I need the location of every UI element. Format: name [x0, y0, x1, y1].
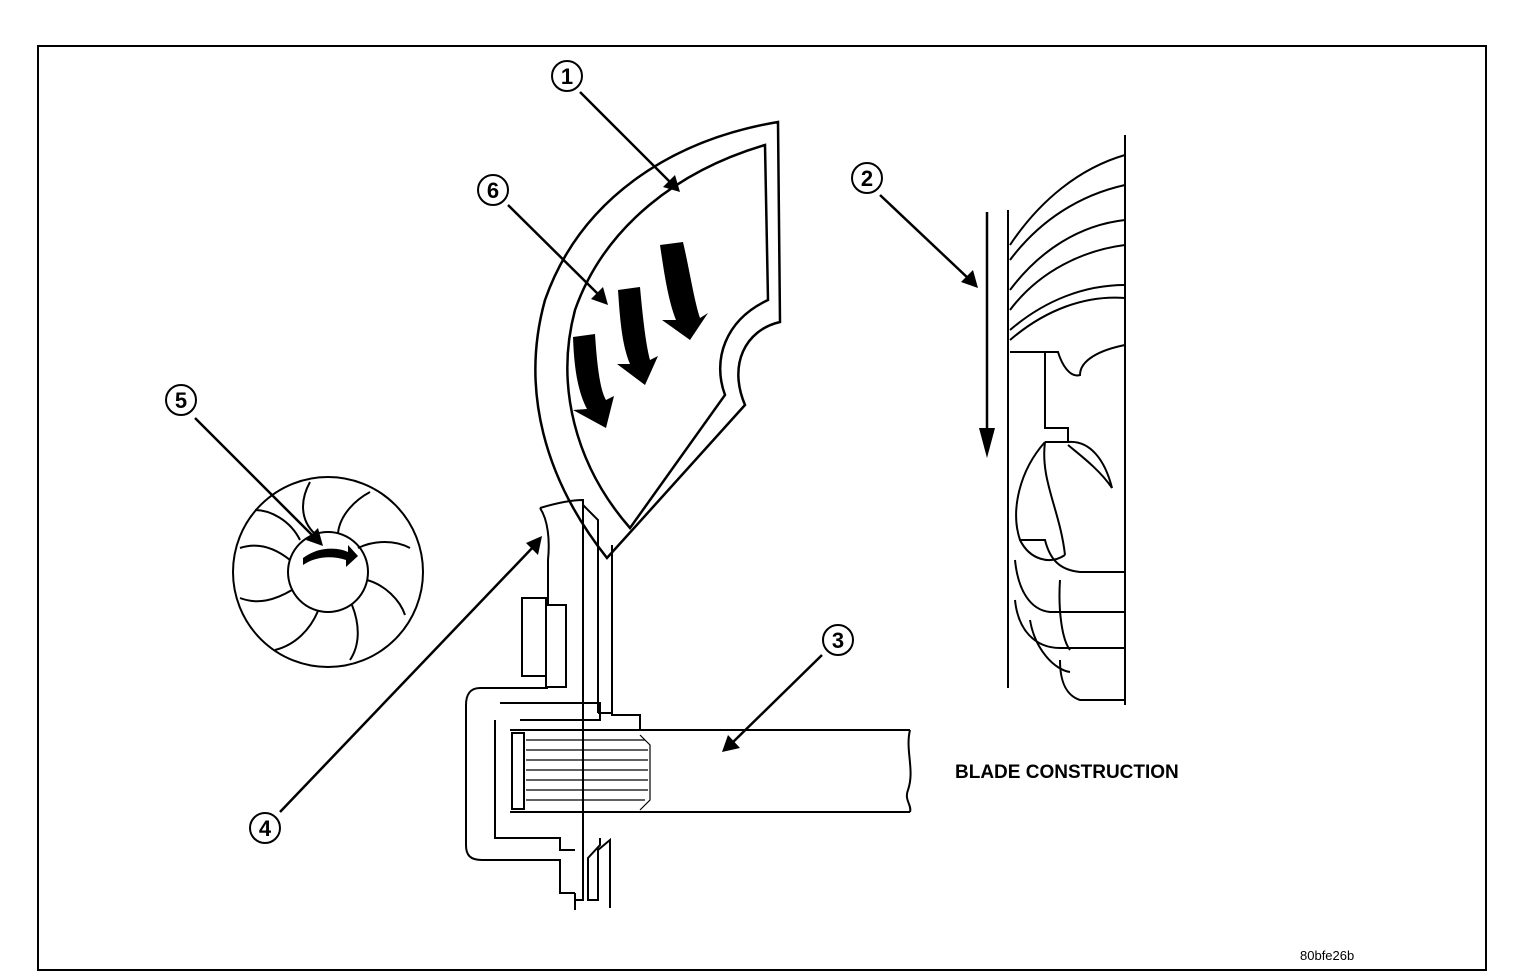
flow-direction-arrow [979, 212, 995, 458]
callout-4: 4 [249, 812, 281, 844]
small-rotor [232, 476, 424, 668]
callout-4-number: 4 [259, 816, 272, 841]
callout-5: 5 [165, 384, 197, 416]
callout-leaders [194, 91, 978, 813]
blade-construction-section [1007, 135, 1126, 705]
callout-2-number: 2 [861, 166, 873, 191]
hub-assembly [465, 498, 912, 910]
flow-arrows [573, 242, 708, 428]
rotation-arrow [303, 545, 358, 567]
callout-2: 2 [851, 162, 883, 194]
callout-6: 6 [477, 174, 509, 206]
callout-1: 1 [551, 60, 583, 92]
callout-3: 3 [822, 624, 854, 656]
figure-id: 80bfe26b [1300, 948, 1354, 963]
figure-border [37, 45, 1487, 971]
blade-construction-caption: BLADE CONSTRUCTION [955, 762, 1179, 783]
callout-6-number: 6 [487, 178, 499, 203]
callout-1-number: 1 [561, 64, 573, 89]
callout-3-number: 3 [832, 628, 844, 653]
callout-5-number: 5 [175, 388, 187, 413]
turbine-blade-sector [534, 120, 782, 560]
shaft-splines [526, 734, 651, 811]
